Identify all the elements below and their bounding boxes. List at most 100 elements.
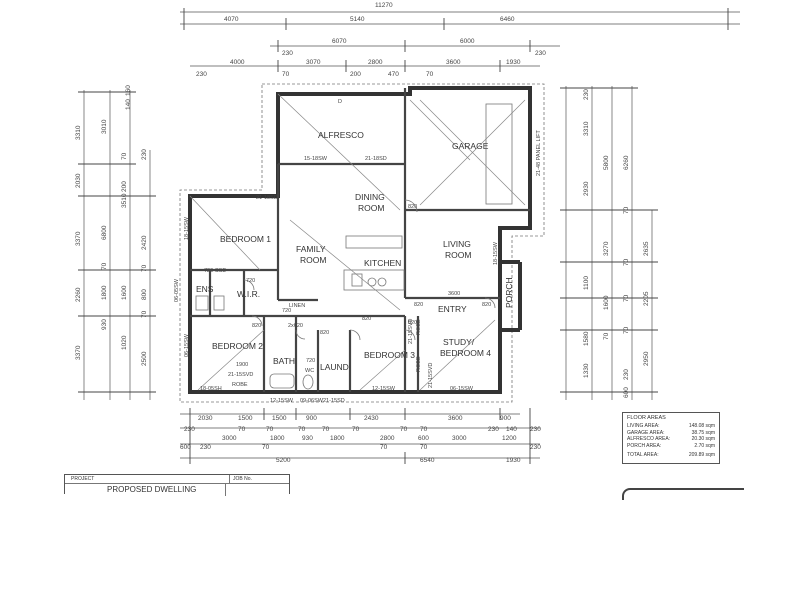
dim-label: 140 [125,99,132,110]
doors [243,199,496,341]
internal-walls [190,88,530,392]
dim-label: 1800 [330,435,345,442]
area-row: GARAGE AREA: 38.75 sqm [627,430,715,436]
dim-label: 2205 [643,291,650,306]
dim-label: 1330 [583,363,590,378]
note: 18-15SW [493,241,499,265]
dimension-note: 3600 [448,291,460,297]
dim-label: 3600 [448,415,463,422]
room-study: STUDY/ [443,337,475,347]
dim-label: 70 [400,426,408,433]
external-walls [188,86,532,394]
dim-label: 2500 [141,351,148,366]
dim-label: 6540 [420,457,435,464]
dim-label: 2800 [380,435,395,442]
dim-label: 1200 [502,435,517,442]
dim-label: 6260 [623,155,630,170]
note: 720 CSD [204,268,226,274]
room-kitchen: KITCHEN [364,258,401,268]
title-block: PROJECT JOB No. PROPOSED DWELLING [64,474,290,496]
dim-label: 70 [238,426,246,433]
door-size: 720 [246,278,255,284]
dim-label: 5140 [350,16,365,23]
door-size: 2x620 [288,323,303,329]
title-block-header: PROJECT JOB No. [65,475,289,484]
dim-label: 1500 [272,415,287,422]
area-total-label: TOTAL AREA: [627,452,659,459]
dim-label: 11270 [375,2,393,9]
area-row: ALFRESCO AREA: 20.30 sqm [627,436,715,442]
door-size: 720 [282,308,291,314]
dim-label: 230 [141,149,148,160]
area-label: ALFRESCO AREA: [627,436,671,443]
job-number-label: JOB No. [229,475,252,483]
dim-label: 70 [623,326,630,334]
roof-hip-lines [189,93,496,391]
area-value: 148.08 sqm [688,423,715,430]
note: 15-18SW [304,156,328,162]
dim-label: 600 [623,387,630,398]
room-family: FAMILY [296,244,326,254]
note: 18-15SW [184,216,190,240]
dim-label: 2030 [198,415,213,422]
room-linen: LINEN [289,303,305,309]
note: 06-05SW [174,278,180,302]
dim-label: 930 [302,435,313,442]
opening-notes: 21-48 PANEL LIFT 15-18SW 21-18SD 21-18SD… [174,99,542,404]
room-bedroom1: BEDROOM 1 [220,234,271,244]
door-size: 820 [414,302,423,308]
dim-label: 1930 [506,457,521,464]
room-bath: BATH [273,356,295,366]
dim-label: 200 [121,181,128,192]
room-living: LIVING [443,239,471,249]
note: 21-18SD [256,195,278,201]
dim-label: 800 [141,289,148,300]
dim-label: 1100 [583,276,590,290]
area-label: PORCH AREA: [627,442,662,449]
dim-label: 470 [388,71,399,78]
dim-label: 230 [184,426,195,433]
sheet-border-corner [622,488,744,500]
dim-label: 70 [603,332,610,340]
dim-label: 1600 [121,285,128,300]
room-entry: ENTRY [438,304,467,314]
dim-label: 230 [530,444,541,451]
room-bedroom3: BEDROOM 3 [364,350,415,360]
dim-label: 2260 [75,287,82,302]
dim-label: 70 [623,206,630,214]
room-family: ROOM [300,255,326,265]
dim-label: 70 [623,294,630,302]
dim-label: 5800 [603,155,610,170]
dim-label: 2420 [141,235,148,250]
dim-label: 6000 [460,38,475,45]
dim-label: 230 [488,426,499,433]
dimension-note: 1900 [236,362,248,368]
note: 18-05SH [200,386,222,392]
note: 21-15SVD [228,372,253,378]
dim-label: 930 [101,319,108,330]
area-value: 20.30 sqm [691,436,715,443]
dim-label: 1600 [603,295,610,310]
dimensions-left: 3310 2030 3370 2260 3370 3010 3510 6800 … [75,85,156,400]
dim-label: 2635 [643,241,650,256]
dim-label: 900 [306,415,317,422]
dim-label: 3010 [101,119,108,134]
robe-label: ROBE [416,319,422,335]
roof-outline [179,83,545,403]
note: 21-15SVD [408,319,414,344]
dimensions-right: 3310 2930 3270 1100 1600 1580 1330 5800 … [560,86,658,400]
dim-label: 230 [200,444,211,451]
area-value: 2.70 sqm [694,442,715,449]
door-size: 720 [306,358,315,364]
dim-label: 160 [125,85,132,96]
dim-label: 3370 [75,345,82,360]
area-row: PORCH AREA: 2.70 sqm [627,443,715,449]
dim-label: 3000 [452,435,467,442]
dim-label: 230 [583,89,590,100]
room-study: BEDROOM 4 [440,348,491,358]
room-laund: LAUND [320,362,349,372]
room-dining: DINING [355,192,385,202]
area-row: LIVING AREA: 148.08 sqm [627,423,715,429]
dim-label: 1580 [583,331,590,346]
dim-label: 1500 [238,415,253,422]
